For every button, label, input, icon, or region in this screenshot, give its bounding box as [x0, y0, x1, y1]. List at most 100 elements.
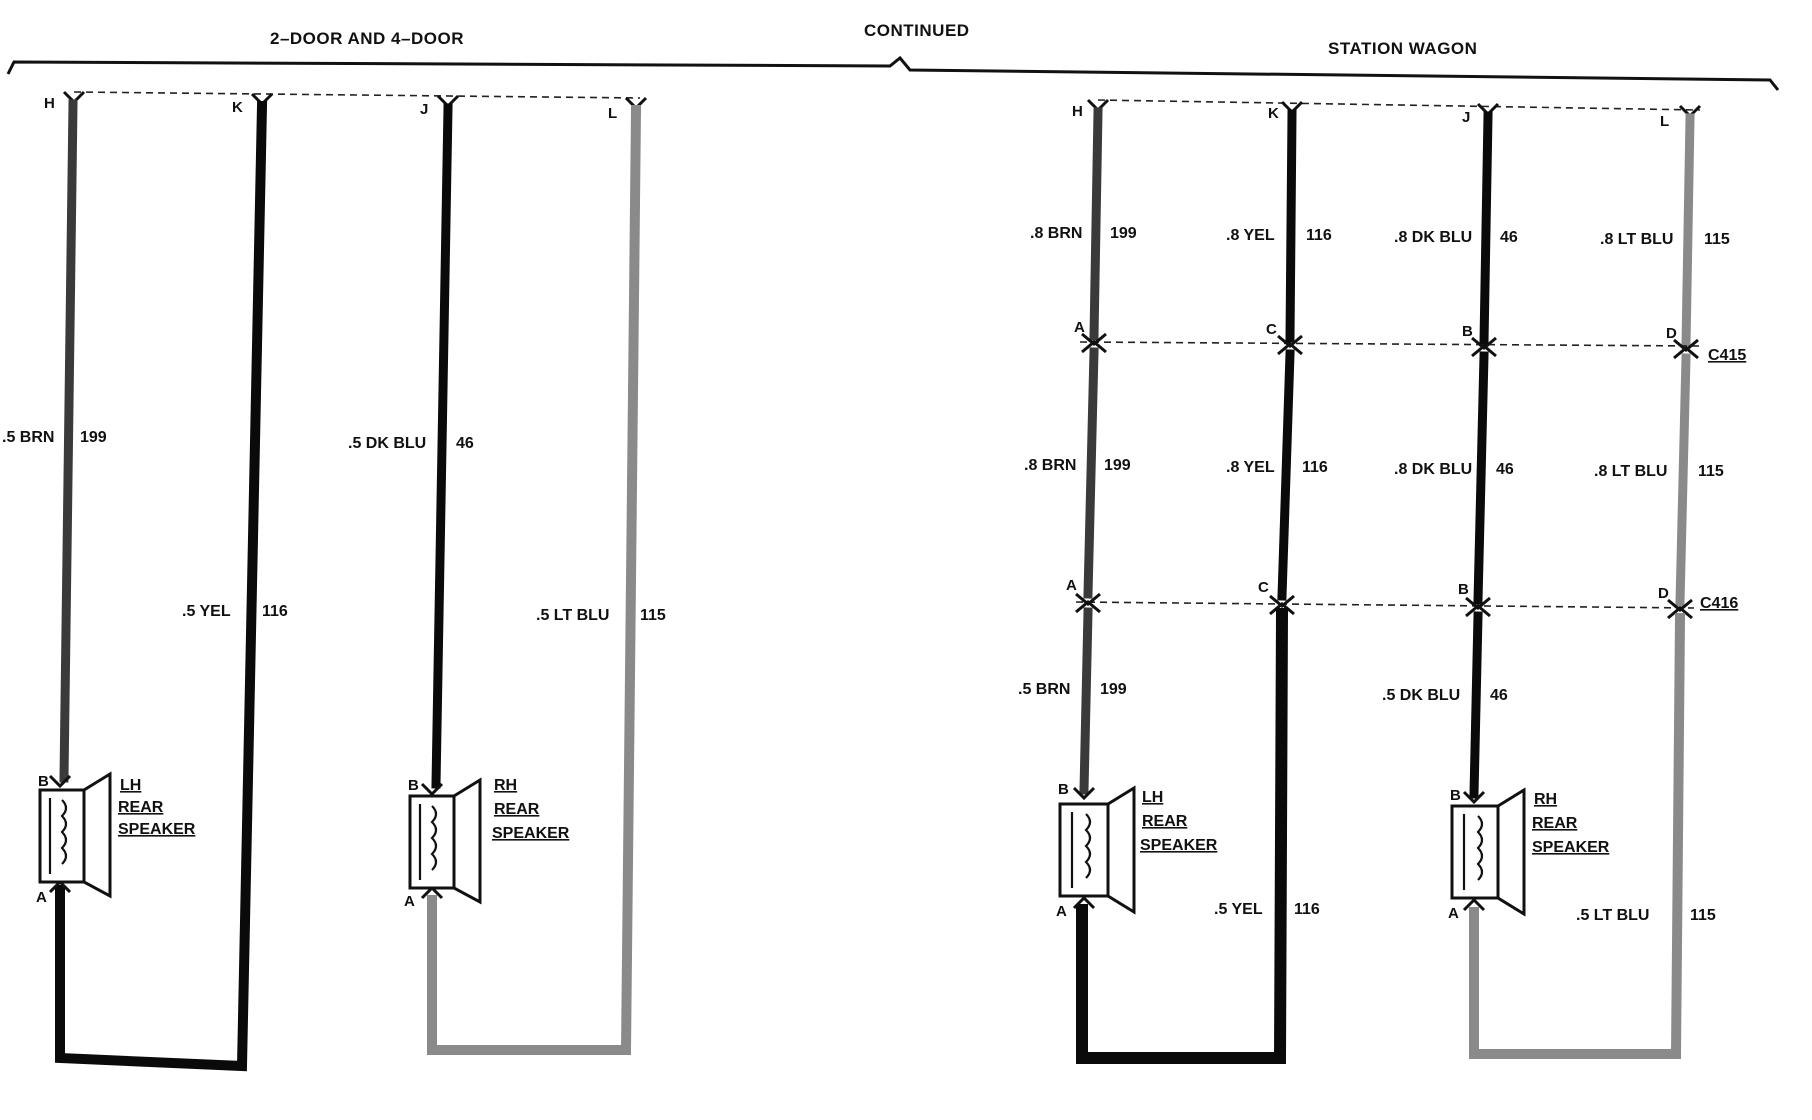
right-r2-label-115: 115: [1698, 463, 1724, 480]
right-r2-label-199: 199: [1104, 457, 1131, 474]
right-r2-label-brn: .8 BRN: [1024, 457, 1076, 474]
left-wire-ltblu-115: [427, 104, 642, 1055]
c416-pin-d: D: [1658, 585, 1669, 602]
left-rh-speaker-pin-b: B: [408, 777, 419, 794]
right-r4-label-ltblu: .5 LT BLU: [1576, 907, 1649, 924]
left-label-ltblu: .5 LT BLU: [536, 607, 609, 624]
right-r4-label-115: 115: [1690, 907, 1716, 924]
header-station-wagon: STATION WAGON: [1328, 39, 1477, 58]
right-lh-speaker-cone: [1106, 785, 1136, 915]
right-rh-speaker-terminal-a: [1462, 897, 1486, 912]
right-r1-label-116: 116: [1306, 227, 1332, 244]
right-r2-label-dkblu: .8 DK BLU: [1394, 461, 1472, 478]
header-bracket-line: [6, 55, 1780, 91]
right-lh-speaker-pin-b: B: [1058, 781, 1069, 798]
right-r3-label-brn: .5 BRN: [1018, 681, 1070, 698]
left-lh-rear-speaker: B A LH REAR SPEAKER: [36, 771, 196, 906]
right-lh-speaker-label-3: SPEAKER: [1140, 837, 1218, 854]
right-rh-speaker-pin-b: B: [1450, 787, 1461, 804]
c415-pin-b: B: [1462, 323, 1473, 340]
c416-label: C416: [1700, 595, 1738, 612]
right-lh-rear-speaker: B A LH REAR SPEAKER: [1056, 781, 1218, 920]
right-rh-rear-speaker: B A RH REAR SPEAKER: [1448, 787, 1610, 922]
right-lh-speaker-box: [1058, 802, 1110, 898]
right-r1-label-dkblu: .8 DK BLU: [1394, 229, 1472, 246]
right-r4-label-yel: .5 YEL: [1214, 901, 1263, 918]
c415-pin-a: A: [1074, 319, 1085, 336]
right-rh-speaker-coil-icon: [1476, 815, 1484, 881]
left-rh-speaker-coil-icon: [430, 805, 438, 871]
left-rh-speaker-label-3: SPEAKER: [492, 825, 570, 842]
left-rh-rear-speaker: B A RH REAR SPEAKER: [404, 777, 570, 910]
left-section: H K J L .5 BRN 199 .5 YEL 116 .5 DK BLU …: [2, 90, 666, 1072]
right-r2-label-ltblu: .8 LT BLU: [1594, 463, 1667, 480]
left-lh-speaker-box: [38, 788, 86, 884]
right-lh-speaker-terminal-b: [1072, 786, 1096, 801]
c416-terminal-c: [1269, 594, 1295, 616]
right-r3-label-199: 199: [1100, 681, 1127, 698]
right-lh-speaker-label-2: REAR: [1142, 813, 1188, 830]
left-label-115: 115: [640, 607, 666, 624]
left-rh-speaker-label-1: RH: [494, 777, 517, 794]
right-lh-speaker-label-1: LH: [1142, 789, 1163, 806]
right-rh-speaker-cone: [1496, 787, 1526, 917]
right-wire3-dkblu-46: [1469, 611, 1483, 799]
left-rh-speaker-pin-a: A: [404, 893, 415, 910]
left-lh-speaker-pin-b: B: [38, 773, 49, 790]
right-r1-label-brn: .8 BRN: [1030, 225, 1082, 242]
right-pin-h: H: [1072, 103, 1083, 120]
c415-pin-d: D: [1666, 325, 1677, 342]
c415-pin-c: C: [1266, 321, 1277, 338]
right-rh-speaker-label-2: REAR: [1532, 815, 1578, 832]
c415-terminal-d: [1673, 338, 1699, 360]
header-2door-4door: 2–DOOR AND 4–DOOR: [270, 29, 464, 48]
left-lh-speaker-label-2: REAR: [118, 799, 164, 816]
left-label-brn: .5 BRN: [2, 429, 54, 446]
left-wire-brn-199: [59, 99, 78, 783]
left-lh-speaker-label-1: LH: [120, 777, 141, 794]
right-lh-speaker-terminal-a: [1072, 895, 1096, 910]
left-pin-h: H: [44, 95, 55, 112]
right-rh-speaker-label-3: SPEAKER: [1532, 839, 1610, 856]
right-wire2-ltblu-115: [1675, 353, 1691, 607]
right-wire3-yel-116: [1076, 607, 1289, 1064]
right-r4-label-116: 116: [1294, 901, 1320, 918]
right-r1-label-46: 46: [1500, 229, 1518, 246]
right-wire1-brn-199: [1089, 107, 1103, 341]
right-r2-label-46: 46: [1496, 461, 1514, 478]
right-wire2-brn-199: [1083, 347, 1099, 599]
left-label-116: 116: [262, 603, 288, 620]
right-wire3-brn-199: [1079, 607, 1093, 795]
header-continued: CONTINUED: [864, 21, 970, 40]
right-wire1-ltblu-115: [1681, 113, 1695, 349]
c416-pin-c: C: [1258, 579, 1269, 596]
c415-terminal-b: [1471, 336, 1497, 358]
left-label-199: 199: [80, 429, 107, 446]
left-rh-speaker-terminal-b: [420, 782, 444, 797]
right-rh-speaker-terminal-b: [1462, 790, 1486, 805]
left-label-yel: .5 YEL: [182, 603, 231, 620]
left-lh-speaker-cone: [82, 771, 112, 899]
right-r1-label-yel: .8 YEL: [1226, 227, 1275, 244]
left-lh-speaker-label-3: SPEAKER: [118, 821, 196, 838]
right-rh-speaker-box: [1450, 804, 1500, 900]
c415-terminal-c: [1277, 334, 1303, 356]
left-label-46: 46: [456, 435, 474, 452]
right-lh-speaker-pin-a: A: [1056, 903, 1067, 920]
c415-label: C415: [1708, 347, 1746, 364]
left-pin-l: L: [608, 105, 617, 122]
c415-connector-line: [1079, 341, 1701, 347]
left-rh-speaker-cone: [452, 777, 482, 905]
right-r1-label-199: 199: [1110, 225, 1137, 242]
right-wire2-yel-116: [1277, 349, 1295, 601]
right-r1-label-115: 115: [1704, 231, 1730, 248]
right-r1-label-ltblu: .8 LT BLU: [1600, 231, 1673, 248]
left-wire-dkblu-46: [431, 103, 453, 789]
right-pin-l: L: [1660, 113, 1669, 130]
left-lh-speaker-pin-a: A: [36, 889, 47, 906]
right-wire1-yel-116: [1285, 109, 1297, 343]
left-rh-speaker-label-2: REAR: [494, 801, 540, 818]
left-label-dkblu: .5 DK BLU: [348, 435, 426, 452]
right-r2-label-yel: .8 YEL: [1226, 459, 1275, 476]
